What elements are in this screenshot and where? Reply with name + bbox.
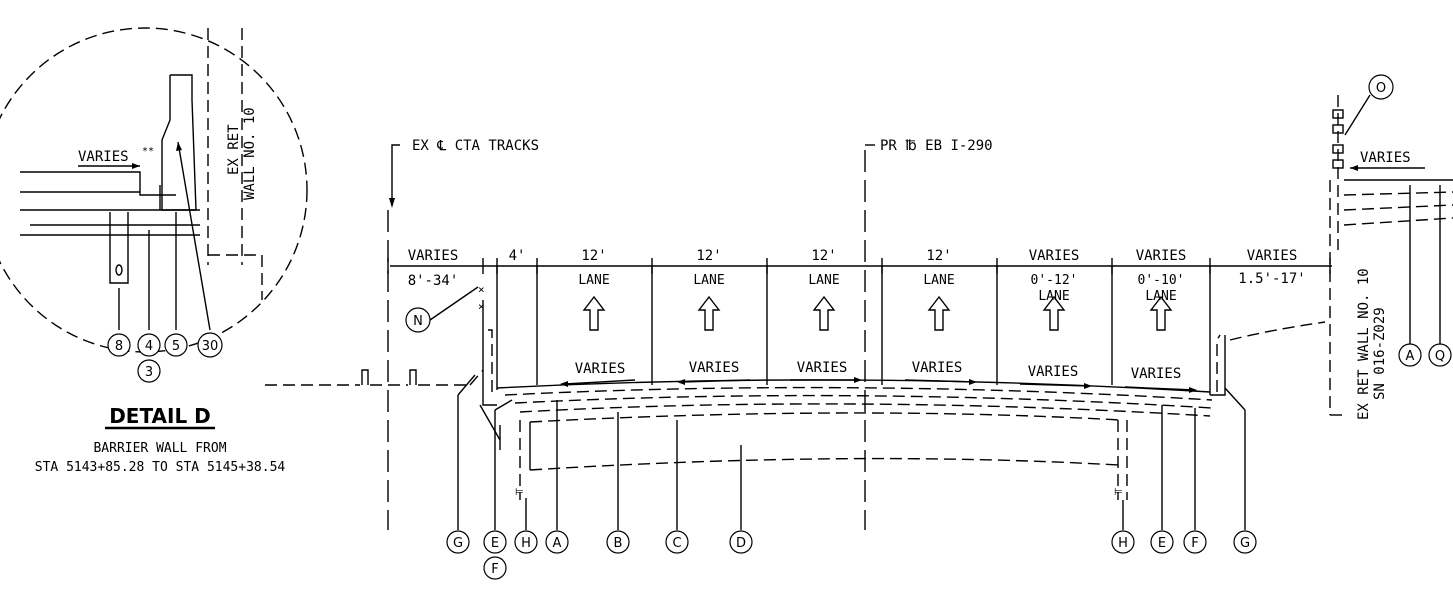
- lane-5-range: 0'-12': [1031, 273, 1078, 288]
- lane-3-width: 12': [811, 248, 836, 264]
- arrow-up-icon: [812, 295, 836, 331]
- svg-text:×: ×: [478, 300, 485, 313]
- callout-c: C: [672, 536, 681, 551]
- callout-4: [137, 333, 161, 357]
- detail-wall-label-2: WALL NO. 10: [242, 107, 258, 200]
- cta-centerline: [387, 144, 400, 530]
- callout-a-right: [1398, 343, 1422, 367]
- svg-text:⊨: ⊨: [1114, 487, 1123, 498]
- callout-q-text: Q: [1435, 349, 1445, 364]
- lane-5-slope: VARIES: [1028, 364, 1079, 380]
- callout-a-right-text: A: [1406, 349, 1415, 364]
- detail-wall-label-1: EX RET: [226, 124, 242, 175]
- right-varies-label: VARIES: [1360, 150, 1411, 166]
- cta-tracks-label: EX ℄ CTA TRACKS: [412, 138, 539, 154]
- callout-8: [107, 333, 131, 357]
- lane-1-label: LANE: [578, 273, 609, 288]
- pavement-layers: ⊨ ⊨: [469, 300, 1326, 500]
- callout-d: D: [736, 536, 746, 551]
- bottom-callouts: [446, 530, 1257, 580]
- detail-varies-mark: **: [142, 146, 154, 157]
- left-varies-label: VARIES: [408, 248, 459, 264]
- callout-g-right: G: [1240, 536, 1250, 551]
- lane-2-slope: VARIES: [689, 360, 740, 376]
- arrow-up-icon: [927, 295, 951, 331]
- callout-f-left: F: [491, 562, 498, 577]
- pr-eb-label: PR ℔ EB I-290: [880, 138, 993, 154]
- right-wall-label-1: EX RET WALL NO. 10: [1356, 268, 1372, 420]
- arrow-up-icon: [582, 295, 606, 331]
- detail-title: DETAIL D: [109, 404, 211, 428]
- detail-callouts: [107, 332, 223, 383]
- arrow-up-icon: [1042, 295, 1066, 331]
- lane-4-slope: VARIES: [912, 360, 963, 376]
- svg-text:⊨: ⊨: [515, 487, 524, 498]
- left-range-label: 8'-34': [408, 273, 459, 289]
- lane-3-slope: VARIES: [797, 360, 848, 376]
- lane-5-width: VARIES: [1029, 248, 1080, 264]
- pr-eb-centerline: [864, 144, 875, 530]
- lane-6-range: 0'-10': [1138, 273, 1185, 288]
- slope-labels: VARIES VARIES VARIES VARIES VARIES VARIE…: [560, 360, 1197, 393]
- lane-6-slope: VARIES: [1131, 366, 1182, 382]
- callout-5: [164, 333, 188, 357]
- detail-varies-label: VARIES: [78, 149, 129, 165]
- callout-e-left: E: [491, 536, 499, 551]
- callout-n-text: N: [413, 314, 423, 329]
- lane-1-slope: VARIES: [575, 361, 626, 377]
- callout-h-right: H: [1118, 536, 1128, 551]
- detail-line-2: STA 5143+85.28 TO STA 5145+38.54: [35, 460, 286, 475]
- callout-5-text: 5: [172, 339, 180, 354]
- right-wall-label-2: SN 016-Z029: [1372, 307, 1388, 400]
- callout-3: [137, 359, 161, 383]
- shoulder-width-label: 4': [509, 248, 526, 264]
- lane-2-label: LANE: [693, 273, 724, 288]
- callout-e-right: E: [1158, 536, 1166, 551]
- callout-30: [197, 332, 223, 358]
- svg-text:×: ×: [478, 283, 485, 296]
- cta-track-ground: [265, 369, 470, 386]
- detail-line-1: BARRIER WALL FROM: [93, 441, 226, 456]
- callout-b: B: [614, 536, 623, 551]
- callout-4-text: 4: [145, 339, 153, 354]
- lane-1-width: 12': [581, 248, 606, 264]
- callout-30-text: 30: [202, 339, 219, 354]
- direction-arrows: [582, 295, 1173, 331]
- callout-o: [1368, 74, 1394, 100]
- callout-q: [1428, 343, 1452, 367]
- lane-2-width: 12': [696, 248, 721, 264]
- right-shoulder-range-label: 1.5'-17': [1238, 271, 1305, 287]
- callout-h-left: H: [521, 536, 531, 551]
- dimension-line: [387, 258, 1332, 274]
- callout-n: [405, 307, 431, 333]
- lane-3-label: LANE: [808, 273, 839, 288]
- callout-o-text: O: [1376, 81, 1386, 96]
- detail-d-circle: [0, 27, 308, 353]
- callout-a-bottom: A: [553, 536, 562, 551]
- right-retaining-wall: [1329, 94, 1453, 416]
- fence-marks: × ×: [429, 283, 485, 321]
- callout-g-left: G: [453, 536, 463, 551]
- lane-labels: 12' LANE 12' LANE 12' LANE 12' LANE VARI…: [578, 248, 1186, 304]
- arrow-up-icon: [1149, 295, 1173, 331]
- callout-3-text: 3: [145, 365, 153, 380]
- lane-dividers: [496, 266, 1211, 395]
- lane-4-label: LANE: [923, 273, 954, 288]
- arrow-up-icon: [697, 295, 721, 331]
- lane-4-width: 12': [926, 248, 951, 264]
- right-shoulder-varies-label: VARIES: [1247, 248, 1298, 264]
- callout-f-right: F: [1191, 536, 1198, 551]
- callout-8-text: 8: [115, 339, 123, 354]
- lane-6-width: VARIES: [1136, 248, 1187, 264]
- bottom-leaders: [457, 374, 1246, 530]
